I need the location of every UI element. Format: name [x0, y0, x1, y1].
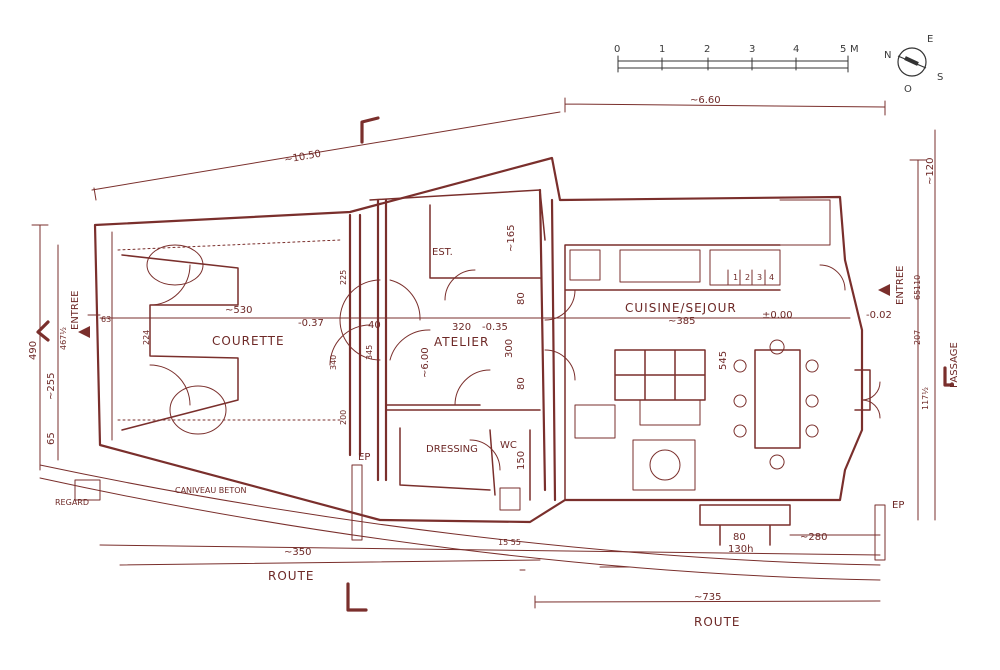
dim-035: -0.35	[482, 322, 508, 333]
dim-200: 200	[339, 410, 348, 425]
dim-65-left: 65	[46, 432, 57, 445]
room-label-atelier: ATELIER	[434, 335, 489, 349]
stair-step-4: 4	[769, 273, 774, 282]
label-passage: PASSAGE	[949, 342, 960, 388]
label-route-2: ROUTE	[694, 615, 740, 629]
compass-o: O	[904, 84, 912, 95]
dim-300: 300	[504, 339, 515, 358]
dim-530: ~530	[225, 305, 252, 316]
scale-tick-0: 0	[614, 44, 620, 55]
compass-e: E	[927, 34, 933, 45]
compass-s: S	[937, 72, 943, 83]
dim-165: ~165	[506, 225, 517, 252]
dim-224: 224	[142, 330, 151, 345]
stair-step-2: 2	[745, 273, 750, 282]
section-markers	[36, 116, 954, 612]
dim-80-a: 80	[516, 292, 527, 305]
dim-340: 340	[329, 355, 338, 370]
dim-40: 40	[368, 320, 381, 331]
stair-step-3: 3	[757, 273, 762, 282]
dim-037: -0.37	[298, 318, 324, 329]
dim-320: 320	[452, 322, 471, 333]
dim-385: ~385	[668, 316, 695, 327]
stair-step-1: 1	[733, 273, 738, 282]
label-entree-left: ENTREE	[70, 291, 81, 331]
building-outline	[78, 156, 890, 561]
dim-280: ~280	[800, 532, 827, 543]
dim-000: ±0.00	[762, 310, 793, 321]
compass-icon: N E S O	[884, 34, 943, 95]
dim-345: 345	[365, 345, 374, 360]
scale-bar: 0 1 2 3 4 5 M	[614, 44, 859, 73]
dim-207: 207	[913, 330, 922, 345]
dim-80-b: 80	[516, 377, 527, 390]
dim-15-55: 15 55	[498, 538, 521, 547]
room-label-dressing: DRESSING	[426, 444, 478, 455]
dim-130h: 130h	[728, 544, 753, 555]
label-ep-2: EP	[892, 500, 904, 511]
dim-63: 63	[101, 315, 111, 324]
label-caniveau: CANIVEAU BETON	[175, 486, 247, 495]
room-label-est: EST.	[432, 247, 453, 258]
road-edge	[39, 464, 881, 581]
label-regard: REGARD	[55, 498, 89, 507]
dim-1050: ~10.50	[284, 149, 322, 166]
dim-65-right: 65	[913, 290, 922, 300]
dim-255: ~255	[46, 373, 57, 400]
dim-1174: 117½	[921, 387, 930, 410]
dim-150: 150	[516, 451, 527, 470]
scale-unit: M	[850, 44, 859, 55]
scale-tick-2: 2	[704, 44, 710, 55]
compass-n: N	[884, 50, 891, 61]
dim-490: 490	[28, 341, 39, 360]
scale-tick-4: 4	[793, 44, 799, 55]
label-entree-right: ENTREE	[895, 266, 906, 306]
room-label-courette: COURETTE	[212, 334, 285, 348]
dim-545: 545	[718, 351, 729, 370]
dim-110: 110	[913, 275, 922, 290]
room-label-wc: WC	[500, 440, 517, 451]
scale-tick-5: 5	[840, 44, 846, 55]
dim-4674: 467½	[59, 327, 68, 350]
dim-660: ~6.60	[690, 95, 721, 106]
dim-735: ~735	[694, 592, 721, 603]
label-route-1: ROUTE	[268, 569, 314, 583]
dim-350: ~350	[284, 547, 311, 558]
scale-tick-1: 1	[659, 44, 665, 55]
label-ep-1: EP	[358, 452, 370, 463]
dim-80-c: 80	[733, 532, 746, 543]
dim-002: -0.02	[866, 310, 892, 321]
scale-tick-3: 3	[749, 44, 755, 55]
dimension-lines	[31, 97, 936, 609]
dim-600: ~6.00	[420, 347, 431, 378]
dim-225: 225	[339, 270, 348, 285]
dim-120: ~120	[925, 158, 936, 185]
room-label-cuisine-sejour: CUISINE/SEJOUR	[625, 301, 737, 315]
